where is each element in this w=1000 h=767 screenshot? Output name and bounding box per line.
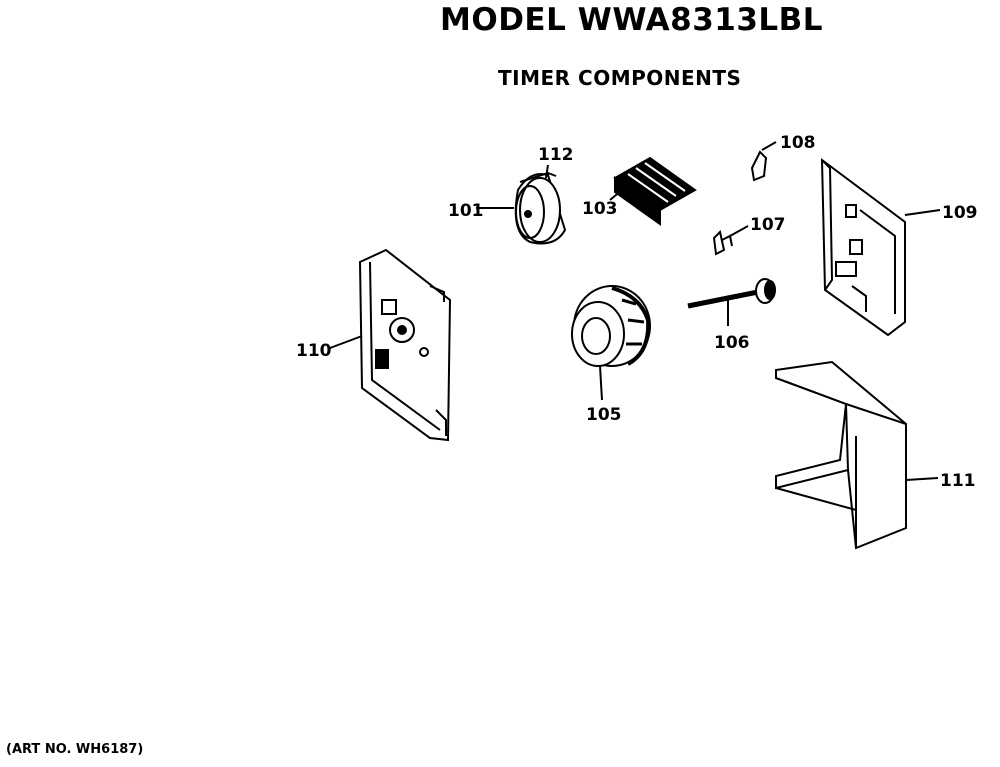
label-107: 107 bbox=[750, 215, 786, 235]
part-clip bbox=[750, 141, 777, 182]
label-103: 103 bbox=[582, 199, 618, 219]
part-cam-assembly bbox=[571, 285, 651, 401]
part-timer-motor bbox=[476, 164, 567, 245]
label-112: 112 bbox=[538, 145, 574, 165]
section-title: TIMER COMPONENTS bbox=[498, 66, 742, 90]
label-110: 110 bbox=[296, 341, 332, 361]
part-spring-clip bbox=[712, 225, 749, 256]
label-101: 101 bbox=[448, 201, 484, 221]
label-105: 105 bbox=[586, 405, 622, 425]
part-timer-bracket bbox=[820, 157, 941, 337]
label-109: 109 bbox=[942, 203, 978, 223]
label-108: 108 bbox=[780, 133, 816, 153]
part-timer-plate bbox=[329, 248, 452, 442]
part-timer-cover bbox=[775, 360, 939, 550]
model-title: MODEL WWA8313LBL bbox=[440, 2, 824, 38]
label-106: 106 bbox=[714, 333, 750, 353]
art-number: (ART NO. WH6187) bbox=[6, 742, 144, 757]
part-terminal-block bbox=[609, 156, 697, 226]
part-shaft bbox=[687, 278, 776, 326]
label-111: 111 bbox=[940, 471, 976, 491]
